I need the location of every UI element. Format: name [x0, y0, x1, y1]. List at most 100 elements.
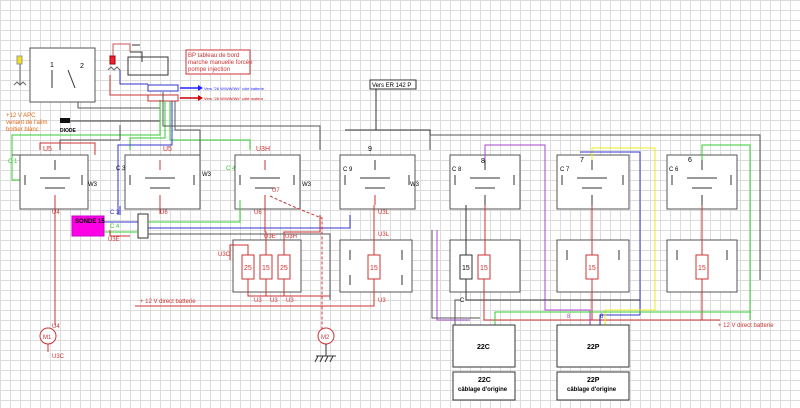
fuse-left-wires — [229, 195, 330, 330]
svg-text:25: 25 — [244, 265, 252, 272]
svg-text:U3H: U3H — [285, 234, 297, 240]
svg-text:15: 15 — [370, 265, 378, 272]
c4-wire-label: C 4 — [110, 224, 120, 230]
sonde-label: SONDE 15 — [75, 219, 105, 225]
svg-text:C 9: C 9 — [343, 167, 353, 173]
bp-label-line1: BP tableau de bord — [188, 53, 239, 59]
motor-m2: M2 — [314, 327, 336, 363]
wire-label-6: 6 — [600, 314, 604, 320]
svg-text:câblage d'origine: câblage d'origine — [567, 387, 617, 393]
blue-arrow-head-icon — [198, 85, 203, 91]
push-button-icon — [130, 44, 143, 62]
motor-m1: U4 M1 U3C — [39, 324, 65, 360]
svg-text:22P: 22P — [587, 344, 600, 351]
svg-text:U3: U3 — [286, 298, 294, 304]
relay-3: U5 C 3 W3 U6 — [116, 146, 212, 216]
red-connector-icon — [109, 55, 116, 65]
svg-text:U4: U4 — [52, 210, 60, 216]
svg-text:15: 15 — [462, 265, 470, 272]
svg-text:C 4: C 4 — [226, 166, 236, 172]
svg-text:C 8: C 8 — [452, 167, 462, 173]
diode-label: DIODE — [60, 128, 77, 134]
svg-text:U3E: U3E — [264, 234, 276, 240]
switch-label-1: 1 — [50, 62, 54, 69]
batt-left-label: + 12 V direct batterie — [140, 299, 196, 305]
svg-text:U3L: U3L — [378, 232, 390, 238]
svg-text:W3: W3 — [88, 182, 98, 188]
sonde-wires — [54, 200, 351, 325]
svg-text:U3L: U3L — [378, 210, 390, 216]
note-blue: Vers "26 W/WW/Wx" côté batterie — [204, 86, 265, 91]
svg-text:C 7: C 7 — [560, 167, 570, 173]
relay-8: 8 C 8 — [449, 154, 521, 210]
svg-text:W3: W3 — [202, 172, 212, 178]
connector-blue-box — [147, 84, 179, 92]
switch-pole-2 — [67, 69, 76, 89]
relay-9: 9 C 9 W3 U3L — [339, 146, 420, 216]
svg-text:22C: 22C — [477, 344, 490, 351]
sonde-connector — [137, 213, 149, 239]
svg-text:U6: U6 — [160, 210, 168, 216]
svg-text:C: C — [460, 298, 465, 304]
svg-text:22C: 22C — [478, 377, 491, 384]
c3-wire-label: C 3 — [110, 210, 120, 216]
right-top-wires — [429, 134, 761, 320]
svg-text:22P: 22P — [587, 377, 600, 384]
wire-label-8: 8 — [567, 314, 571, 320]
bp-label-line3: pompe injection — [188, 67, 230, 73]
svg-text:15: 15 — [262, 265, 270, 272]
relay-1: U5 C 1 W3 U4 — [8, 146, 98, 216]
bp-switch-frame — [127, 56, 169, 76]
fuse-box-left: 25 15 25 U3E U3H U3C U3 U3 U3 — [218, 234, 302, 304]
sonde-box — [71, 215, 105, 237]
origin-22c: 22C câblage d'origine — [452, 371, 516, 401]
fuse-mid-wires — [135, 205, 375, 307]
note-red: Vers "26 W/WW/Wx" côté moteur — [204, 96, 264, 101]
svg-text:U6: U6 — [254, 210, 262, 216]
svg-text:U3C: U3C — [218, 252, 231, 258]
svg-text:U3: U3 — [378, 298, 386, 304]
svg-text:W3: W3 — [302, 182, 312, 188]
ground-symbol-right-icon — [107, 66, 121, 71]
apc-line2: venant de l'alim — [6, 120, 48, 126]
svg-text:U4: U4 — [52, 324, 60, 330]
diode-icon — [60, 118, 70, 123]
svg-text:M1: M1 — [43, 335, 52, 341]
ground-m2-icon — [314, 355, 336, 363]
svg-text:U5: U5 — [163, 146, 172, 153]
yellow-connector-icon — [16, 55, 23, 65]
svg-text:U3C: U3C — [52, 354, 65, 360]
right-wires-bottom — [431, 205, 751, 325]
svg-text:U3: U3 — [254, 298, 262, 304]
bp-label-box — [185, 49, 251, 75]
relay-4: U3H C 4 W3 U6 U7 — [226, 146, 312, 216]
svg-text:W3: W3 — [410, 182, 420, 188]
apc-line1: +12 V APC — [6, 113, 36, 119]
svg-text:15: 15 — [480, 265, 488, 272]
apc-line3: boîtier blanc — [6, 127, 39, 133]
svg-text:U7: U7 — [272, 188, 280, 194]
svg-text:U5: U5 — [43, 146, 52, 153]
fuse-box-r2: 15 — [556, 239, 630, 293]
svg-text:U3: U3 — [270, 298, 278, 304]
svg-text:9: 9 — [368, 146, 372, 153]
svg-text:6: 6 — [688, 157, 692, 164]
u3e-low-label: U3E — [108, 237, 120, 243]
svg-text:M2: M2 — [321, 335, 330, 341]
svg-text:25: 25 — [280, 265, 288, 272]
svg-text:U3H: U3H — [256, 146, 270, 153]
relay-6: 6 C 6 — [666, 154, 738, 210]
svg-text:8: 8 — [481, 158, 485, 165]
relay-7: 7 C 7 — [556, 154, 630, 210]
switch-label-2: 2 — [80, 63, 84, 70]
svg-text:15: 15 — [588, 265, 596, 272]
batt-right-label: + 12 V direct batterie — [718, 323, 774, 329]
vers-er-box — [369, 79, 417, 90]
vers-er-label: Vers ER 142 P — [372, 83, 411, 89]
box-22p: 22P — [556, 324, 630, 368]
svg-text:7: 7 — [580, 157, 584, 164]
svg-text:câblage d'origine: câblage d'origine — [458, 387, 508, 393]
svg-text:C 6: C 6 — [669, 167, 679, 173]
origin-22p: 22P câblage d'origine — [556, 371, 630, 401]
